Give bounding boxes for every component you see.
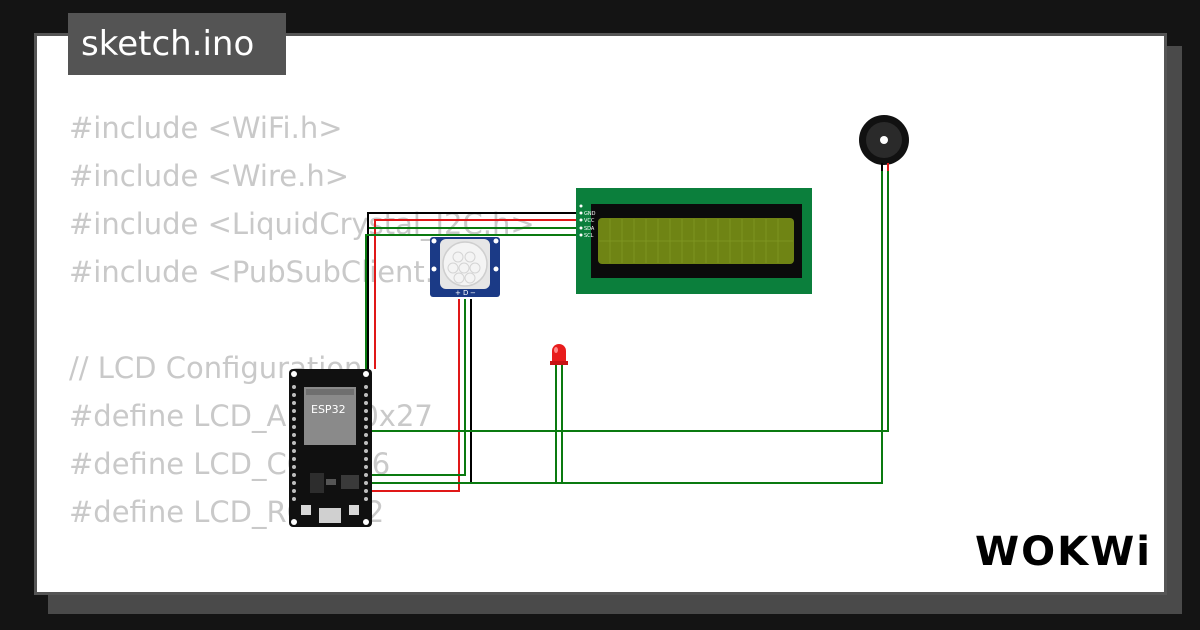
esp32-pins-left: [292, 385, 296, 501]
wire-lcd-scl[interactable]: [365, 234, 579, 369]
wire-buzzer-1[interactable]: [293, 169, 883, 484]
esp32-chip: [304, 387, 356, 445]
lcd-pins: GND VCC SDA SCL: [579, 204, 596, 239]
lcd-char-grid: [599, 219, 793, 263]
pir-pin-vcc: +: [455, 289, 461, 297]
diagram-card: #include <WiFi.h>#include <Wire.h>#inclu…: [34, 33, 1167, 595]
code-preview: #include <WiFi.h>#include <Wire.h>#inclu…: [69, 104, 535, 592]
code-line: // LCD Configuration: [69, 351, 363, 385]
lcd-pin-vcc: VCC: [584, 218, 595, 224]
wokwi-logo-icon: WOKWi: [975, 529, 1150, 575]
usb-port-icon: [319, 508, 341, 523]
pir-pin-gnd: −: [470, 289, 476, 297]
wire-lcd-gnd[interactable]: [367, 212, 579, 369]
lcd-pin-scl: SCL: [584, 233, 594, 239]
esp32-label: ESP32: [311, 403, 346, 416]
esp32-board[interactable]: ESP32: [289, 369, 372, 527]
esp32-button-left[interactable]: [301, 505, 311, 515]
wokwi-logo: WOKWi: [975, 525, 1150, 575]
lcd-pin-sda: SDA: [584, 226, 595, 232]
circuit-diagram: GND VCC SDA SCL + D −: [289, 115, 909, 527]
buzzer[interactable]: [859, 115, 909, 171]
wires: [293, 169, 889, 492]
wire-lcd-vcc[interactable]: [374, 219, 579, 369]
esp32-button-right[interactable]: [349, 505, 359, 515]
code-line: #include <Wire.h>: [69, 159, 350, 193]
esp32-pins-right: [364, 385, 368, 501]
filename-tab[interactable]: sketch.ino: [68, 13, 286, 75]
lcd-display[interactable]: GND VCC SDA SCL: [576, 188, 812, 294]
lcd-pin-gnd: GND: [584, 211, 596, 217]
pir-dome-icon: [442, 241, 488, 287]
red-led[interactable]: [550, 344, 568, 365]
pir-pin-out: D: [463, 289, 468, 297]
pir-sensor[interactable]: + D −: [430, 237, 500, 297]
code-line: #include <WiFi.h>: [69, 111, 343, 145]
code-line: // Pins: [69, 584, 535, 592]
svg-text:WOKWi: WOKWi: [975, 529, 1150, 575]
buzzer-hole-icon: [880, 136, 888, 144]
wire-buzzer-2[interactable]: [293, 169, 889, 432]
